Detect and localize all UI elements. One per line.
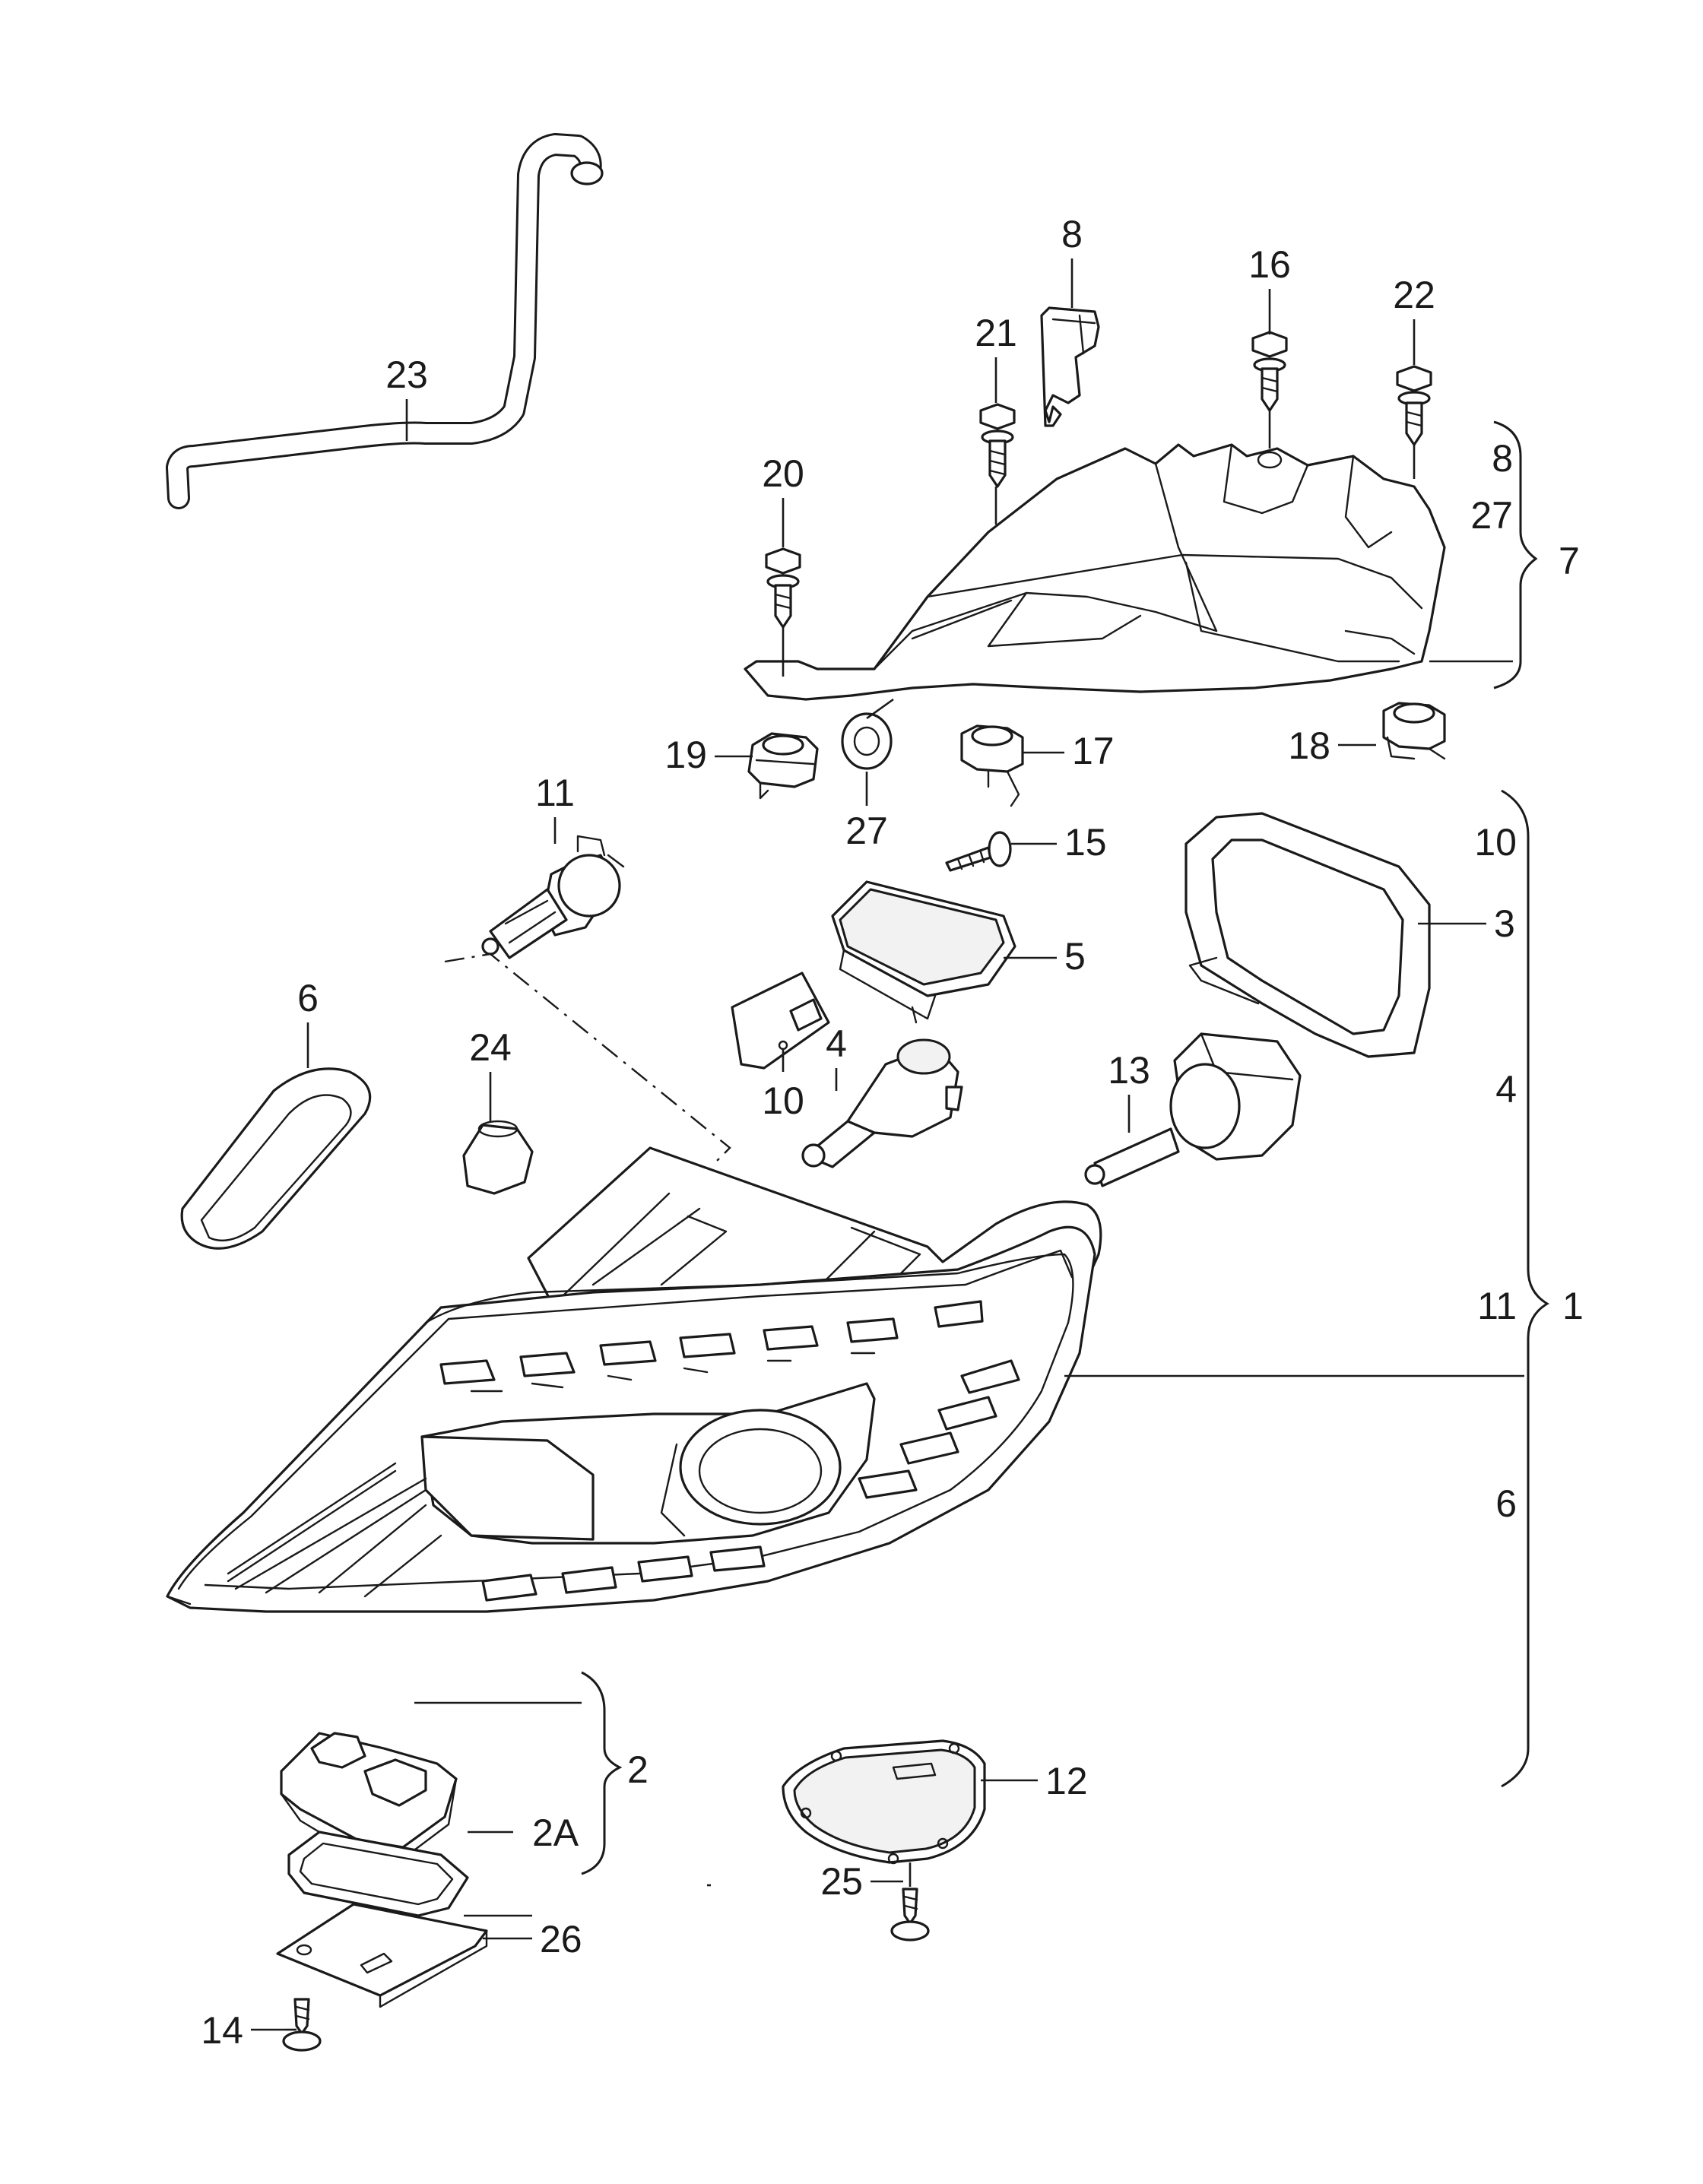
callout-1: 1 [1562, 1285, 1584, 1327]
clip-19 [747, 732, 819, 800]
bracket1-item-10: 10 [1474, 821, 1517, 864]
callout-6: 6 [297, 977, 319, 1019]
callout-12: 12 [1045, 1760, 1088, 1802]
callout-13: 13 [1108, 1049, 1150, 1092]
bracket1-item-6: 6 [1495, 1482, 1517, 1525]
callout-17: 17 [1072, 730, 1115, 772]
callout-25: 25 [820, 1860, 863, 1903]
callout-11: 11 [535, 772, 575, 814]
grommet-27 [841, 712, 893, 770]
bolt-16 [1251, 331, 1288, 412]
callout-2a: 2A [532, 1812, 579, 1854]
bracket7-item-27: 27 [1470, 494, 1513, 537]
callout-3: 3 [1494, 902, 1515, 945]
clip-17 [960, 724, 1024, 807]
bolt-22 [1396, 365, 1432, 446]
clip-part-8 [1040, 306, 1100, 427]
control-module-5 [831, 880, 1016, 1024]
bolt-20 [765, 547, 801, 629]
callout-2: 2 [627, 1748, 649, 1791]
alignment-line [444, 953, 731, 1164]
xenon-bulb-13 [1084, 1032, 1302, 1187]
cap-24 [462, 1120, 534, 1195]
bezel-frame-3 [1184, 812, 1431, 1058]
callout-18: 18 [1288, 724, 1330, 767]
callout-22: 22 [1393, 274, 1435, 316]
halogen-bulb-11 [481, 835, 625, 959]
callout-20: 20 [762, 452, 804, 495]
clip-18 [1382, 702, 1446, 760]
screw-15 [945, 831, 1012, 872]
bulb-socket-4 [801, 1038, 963, 1168]
control-module-12 [782, 1739, 986, 1865]
bracket7-item-8: 8 [1492, 437, 1513, 480]
callout-21: 21 [975, 312, 1017, 354]
callout-24: 24 [469, 1026, 512, 1069]
callout-labels: 23 8 21 16 22 20 8 27 7 19 27 17 18 11 1… [201, 213, 1583, 2052]
callout-10: 10 [762, 1079, 804, 1122]
headlight-upper-bracket [744, 443, 1446, 701]
bracket1-item-11: 11 [1477, 1285, 1517, 1327]
bolt-21 [979, 403, 1016, 488]
seal-ring-6 [180, 1067, 372, 1250]
callout-27: 27 [845, 810, 888, 852]
callout-26: 26 [540, 1918, 582, 1961]
bracket1-item-4: 4 [1495, 1068, 1517, 1111]
callout-14: 14 [201, 2009, 243, 2052]
headlight-housing [166, 1146, 1102, 1613]
drl-led-segments [439, 1300, 1020, 1602]
callout-19: 19 [664, 734, 707, 776]
callout-23: 23 [385, 353, 428, 396]
circuit-board-10 [731, 972, 830, 1070]
cover-plate-26 [276, 1903, 488, 2008]
callout-15: 15 [1064, 821, 1107, 864]
screw-25 [890, 1888, 930, 1942]
bracket-2 [581, 1671, 623, 1875]
callout-4: 4 [826, 1022, 847, 1065]
callout-7: 7 [1559, 540, 1580, 582]
callout-8: 8 [1061, 213, 1083, 255]
gasket-2a [287, 1831, 469, 1917]
breather-hose [166, 133, 604, 509]
callout-5: 5 [1064, 935, 1086, 978]
ballast-unit-2 [280, 1732, 458, 1860]
screw-14 [282, 1998, 322, 2052]
bracket-1 [1501, 789, 1549, 1788]
leader-lines [251, 258, 1524, 2031]
callout-16: 16 [1248, 243, 1291, 286]
bracket-7 [1493, 420, 1538, 689]
